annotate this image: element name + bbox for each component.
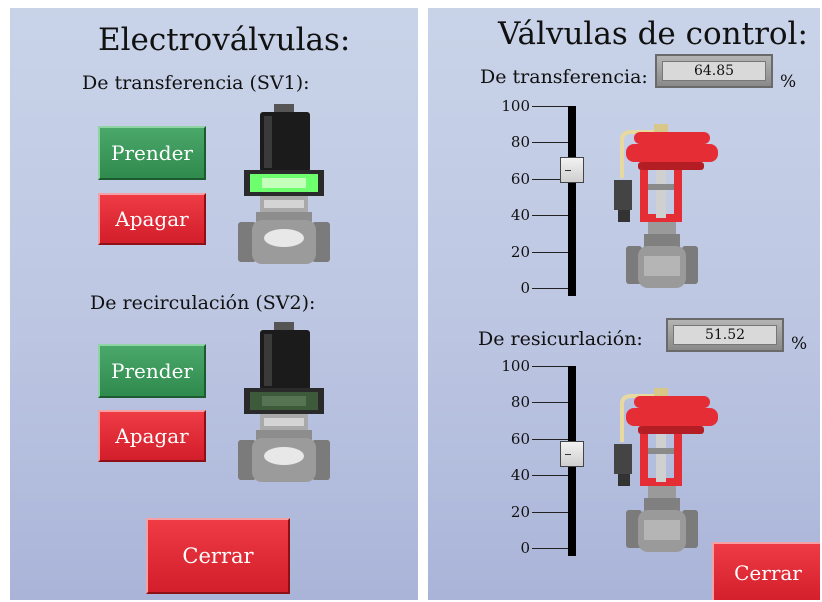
scale-tick-label: 60 [510, 429, 530, 448]
solenoid-valves-panel: Electroválvulas: De transferencia (SV1):… [10, 8, 418, 600]
recirc-scale: 100 80 60 40 20 0 [488, 357, 568, 560]
transfer-unit: % [780, 72, 797, 92]
scale-tick-mark [532, 288, 568, 289]
sv1-on-button[interactable]: Prender [98, 126, 206, 180]
scale-tick-mark [532, 475, 568, 477]
sv1-off-button[interactable]: Apagar [98, 193, 206, 245]
control-valve-icon [614, 124, 718, 288]
transfer-slider-track[interactable] [568, 106, 576, 296]
scale-tick-mark [532, 402, 568, 404]
scale-tick-mark [532, 366, 568, 367]
transfer-valve-label: De transferencia: [480, 66, 648, 88]
transfer-scale: 100 80 60 40 20 0 [488, 97, 568, 300]
scale-tick-label: 100 [501, 357, 530, 375]
scale-tick-mark [532, 548, 568, 549]
transfer-slider-thumb[interactable] [560, 156, 584, 183]
scale-tick-label: 0 [520, 279, 530, 297]
recirc-slider-thumb[interactable] [560, 441, 584, 468]
transfer-value: 64.85 [662, 61, 766, 81]
scale-tick-mark [532, 215, 568, 217]
transfer-value-display: 64.85 [655, 54, 773, 88]
scale-tick-label: 40 [510, 466, 530, 485]
recirc-unit: % [791, 334, 808, 354]
close-button[interactable]: Cerrar [146, 518, 290, 594]
scale-tick-mark [532, 511, 568, 513]
solenoid-valve-icon [238, 322, 330, 482]
recirc-valve-label: De resicurlación: [478, 328, 643, 350]
sv2-off-button[interactable]: Apagar [98, 410, 206, 462]
scale-tick-label: 20 [510, 242, 530, 261]
scale-tick-label: 100 [501, 97, 530, 115]
sv2-on-button[interactable]: Prender [98, 344, 206, 398]
scale-tick-label: 40 [510, 206, 530, 225]
panel-title: Válvulas de control: [498, 16, 808, 52]
sv2-label: De recirculación (SV2): [90, 292, 316, 314]
close-button[interactable]: Cerrar [712, 542, 820, 600]
scale-tick-mark [532, 106, 568, 107]
recirc-value-display: 51.52 [666, 318, 784, 352]
scale-tick-label: 0 [520, 539, 530, 557]
solenoid-valve-icon [238, 104, 330, 264]
scale-tick-mark [532, 142, 568, 144]
panel-title: Electroválvulas: [98, 22, 351, 58]
scale-tick-mark [532, 438, 568, 440]
scale-tick-label: 20 [510, 502, 530, 521]
recirc-value: 51.52 [673, 325, 777, 345]
scale-tick-label: 80 [510, 393, 530, 412]
scale-tick-label: 80 [510, 133, 530, 152]
scale-tick-mark [532, 251, 568, 253]
sv1-label: De transferencia (SV1): [82, 72, 310, 94]
control-valve-icon [614, 388, 718, 552]
scale-tick-label: 60 [510, 169, 530, 188]
control-valves-panel: Válvulas de control: De transferencia: 6… [428, 8, 820, 600]
scale-tick-mark [532, 178, 568, 180]
